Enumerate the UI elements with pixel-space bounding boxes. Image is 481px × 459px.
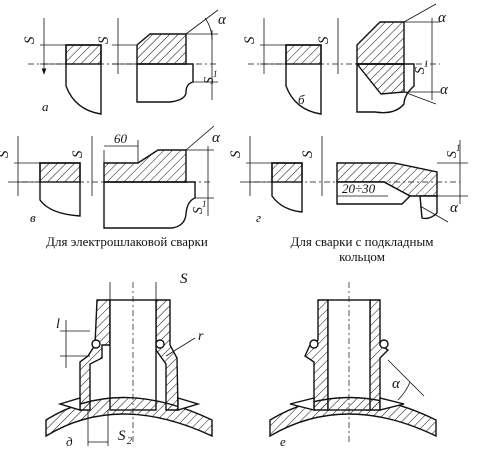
panel-d [45,282,213,446]
s1-sub-b: 1 [424,59,429,69]
s2-sub-d: 2 [127,436,132,447]
l-label-d: l [56,317,60,332]
s-label-v2: S [70,150,86,158]
panel-letter-g: г [256,210,261,225]
s-label-d: S [180,271,188,287]
panel-g [240,136,468,223]
s1-label-a: S [202,77,217,84]
alpha-label-g: α [450,200,459,216]
panel-letter-b: б [298,92,305,107]
s2-label-d: S [118,428,126,444]
caption-electroslag: Для электрошлаковой сварки [46,234,208,249]
s1-sub-v: 1 [202,199,207,209]
s1-sub-a: 1 [213,69,218,79]
s1-sub-g: 1 [456,143,461,153]
panel-letter-d: д [66,434,73,449]
dim-60: 60 [114,131,128,146]
s1-label-v: S [191,207,206,214]
panel-e [269,282,437,445]
s-label-v1: S [0,150,12,158]
panel-letter-a: а [42,99,49,114]
s-label-b1: S [242,36,258,44]
s-label-g2: S [300,150,316,158]
caption-backing-ring: Для сварки с подкладным кольцом [262,234,462,264]
panel-letter-v: в [30,210,36,225]
s1-label-b: S [413,67,428,74]
panel-b [248,3,440,115]
panel-letter-e: е [280,434,286,449]
s-label-g1: S [228,150,244,158]
panel-a [28,9,219,115]
r-label-d: r [198,329,204,344]
caption-backing-ring-line2: кольцом [339,249,385,264]
s1-label-g: S [445,151,460,158]
s-label-a2: S [96,36,112,44]
panel-v [8,125,215,229]
alpha-label-v: α [212,130,221,146]
alpha-label-b2: α [440,82,449,98]
alpha-label-a: α [218,12,227,28]
alpha-label-b1: α [438,10,447,26]
dim-20-30: 20÷30 [342,181,376,196]
s-label-b2: S [316,36,332,44]
s-label-a1: S [22,36,38,44]
alpha-label-e: α [392,376,401,392]
caption-backing-ring-line1: Для сварки с подкладным [290,234,434,249]
